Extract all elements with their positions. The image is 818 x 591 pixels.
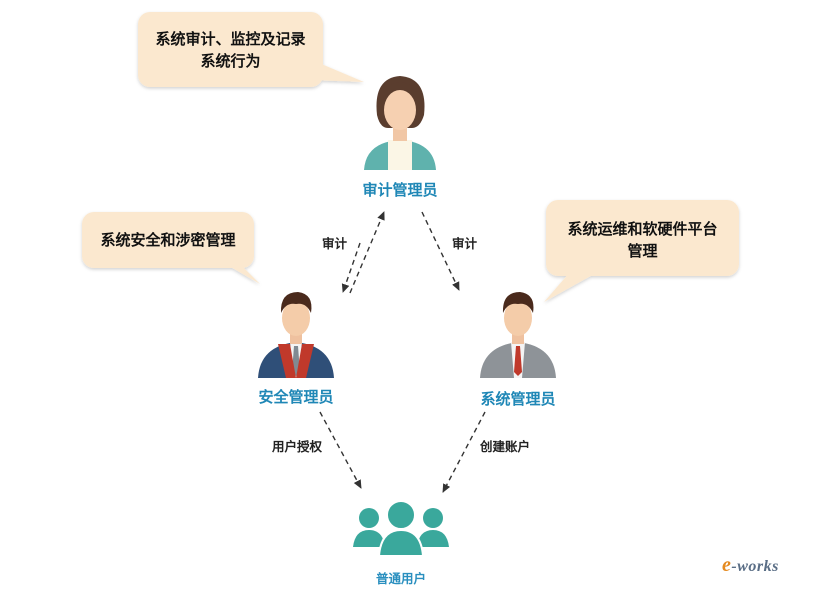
audit-left-label: 审计 xyxy=(322,236,348,251)
security-admin-avatar-icon xyxy=(258,292,334,378)
system-admin-label: 系统管理员 xyxy=(480,390,556,408)
security-admin-label: 安全管理员 xyxy=(258,388,334,406)
system-admin-avatar-icon xyxy=(480,292,556,378)
security-duty-bubble xyxy=(82,212,260,284)
system-duty-line-1: 系统运维和软硬件平台 xyxy=(567,220,718,238)
create-account-label: 创建账户 xyxy=(480,439,531,454)
auditor-label: 审计管理员 xyxy=(362,181,438,199)
audit-duty-text: 系统审计、监控及记录 系统行为 xyxy=(138,28,323,72)
audit-duty-line-2: 系统行为 xyxy=(200,52,261,70)
audit-left-return-arrow xyxy=(349,211,385,294)
system-duty-text: 系统运维和软硬件平台 管理 xyxy=(546,218,739,262)
auditor-avatar-icon xyxy=(364,76,436,170)
logo-rest: -works xyxy=(731,558,779,575)
system-duty-line-2: 管理 xyxy=(627,242,658,260)
audit-duty-line-1: 系统审计、监控及记录 xyxy=(155,30,306,48)
e-works-logo: e-works xyxy=(722,554,779,577)
logo-first-letter: e xyxy=(722,554,732,576)
account-creation-arrow xyxy=(442,411,486,493)
authorization-arrow xyxy=(319,411,362,489)
user-authorization-label: 用户授权 xyxy=(272,439,323,454)
security-duty-line: 系统安全和涉密管理 xyxy=(100,231,236,249)
audit-right-label: 审计 xyxy=(452,236,478,251)
users-group-icon xyxy=(353,500,449,557)
security-duty-text: 系统安全和涉密管理 xyxy=(82,229,254,251)
system-duty-bubble xyxy=(544,200,739,302)
normal-users-label: 普通用户 xyxy=(375,571,426,586)
audit-duty-bubble xyxy=(138,12,364,87)
